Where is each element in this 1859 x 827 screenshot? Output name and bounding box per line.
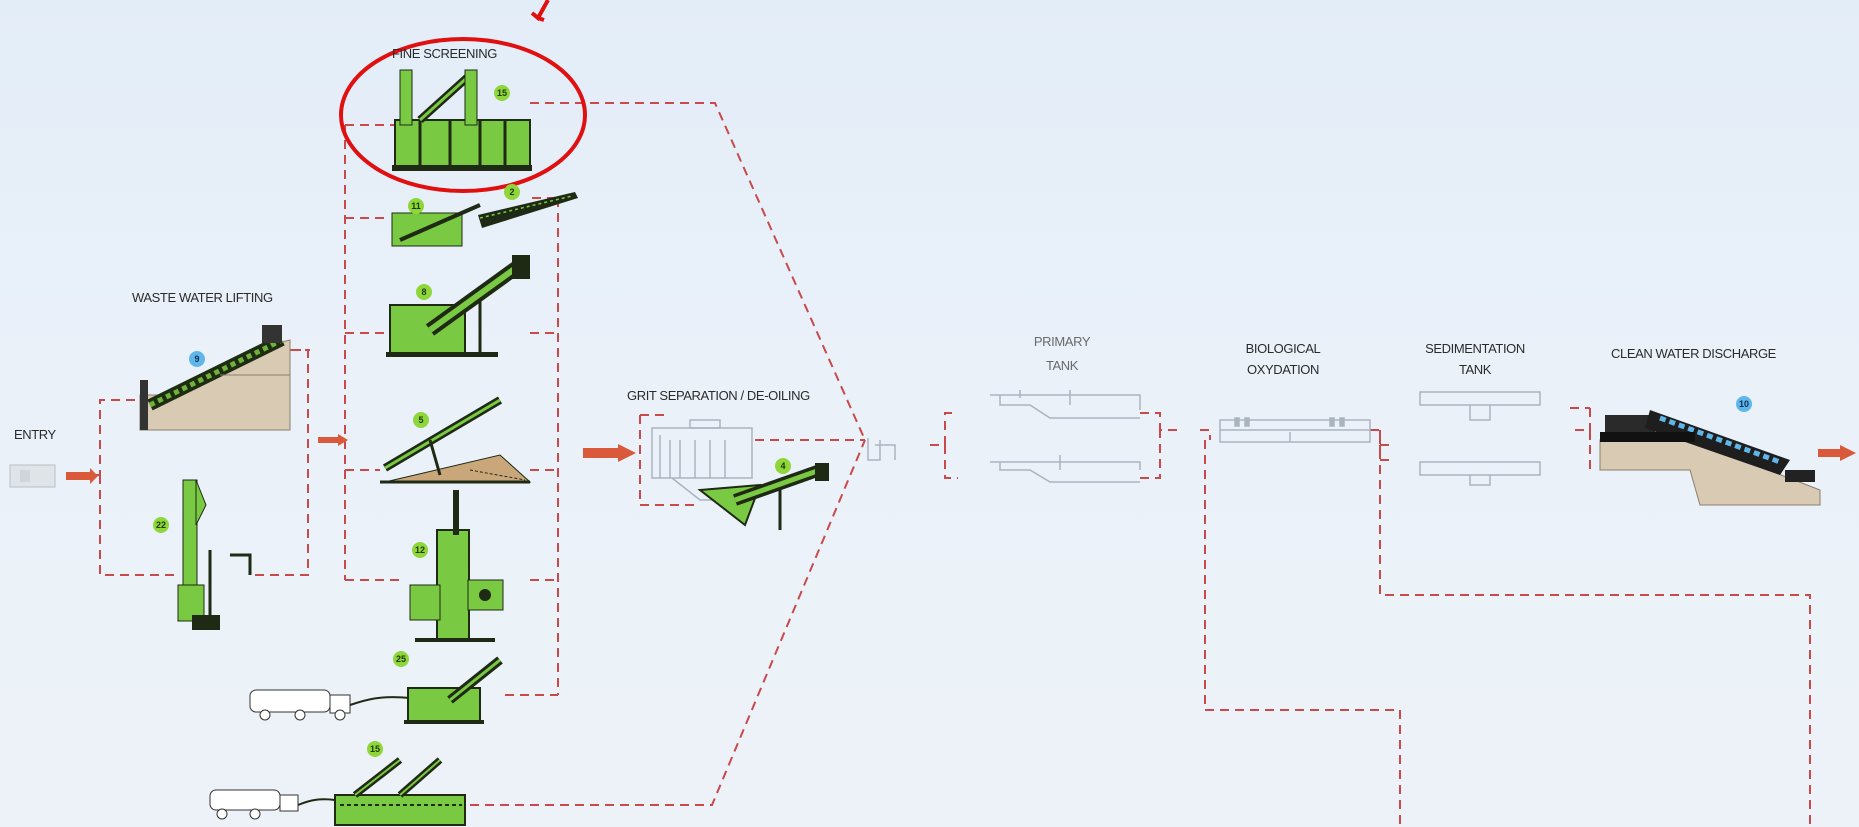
lifting-pump-unit [177, 434, 348, 630]
entry-label: ENTRY [14, 427, 56, 442]
badge-screw-compactor: 8 [416, 284, 432, 300]
inclined-screw-unit [380, 396, 532, 484]
biological-label-line1: BIOLOGICAL [1245, 341, 1321, 356]
flow-arrow-exit [1818, 445, 1856, 461]
badge-screw-inclined: 5 [413, 412, 429, 428]
sedimentation-label-line2: TANK [1458, 362, 1492, 377]
tanker-truck-icon [249, 689, 351, 721]
primary-tank-label-line2: TANK [1045, 358, 1079, 373]
belt-conveyors [391, 192, 578, 247]
flow-arrow-grit [583, 444, 636, 462]
screw-compactor-unit [386, 255, 530, 357]
tanker-truck-icon [209, 789, 299, 820]
fine-screening-label: FINE SCREENING [392, 46, 497, 61]
discharge-screw-unit [1599, 410, 1821, 506]
clean-water-discharge-label: CLEAN WATER DISCHARGE [1611, 346, 1776, 361]
badge-septage-station: 15 [367, 741, 383, 757]
highlight-ring [339, 37, 587, 193]
badge-septage-receiver: 25 [393, 651, 409, 667]
entry-inlet [9, 464, 98, 488]
biological-basin-outline [1219, 417, 1371, 443]
badge-fine-screen: 15 [494, 85, 510, 101]
fine-screening-unit [392, 69, 532, 171]
badge-lift-pump: 22 [153, 517, 169, 533]
vertical-screening-unit [409, 490, 504, 642]
flow-lines [96, 102, 1811, 827]
waste-water-lifting-label: WASTE WATER LIFTING [132, 290, 273, 305]
lifting-screw-unit [139, 325, 291, 431]
grit-separation-label: GRIT SEPARATION / DE-OILING [627, 388, 810, 403]
badge-belt-b: 2 [504, 184, 520, 200]
primary-tank-outline [867, 390, 1141, 483]
badge-lift-screw: 9 [189, 351, 205, 367]
badge-vertical-unit: 12 [412, 542, 428, 558]
sedimentation-tank-outline [1419, 391, 1541, 486]
septage-station-unit [209, 757, 466, 826]
badge-belt-a: 11 [408, 198, 424, 214]
biological-label-line2: OXYDATION [1246, 362, 1320, 377]
highlight-arrow-icon [530, 0, 550, 22]
sedimentation-label-line1: SEDIMENTATION [1425, 341, 1525, 356]
badge-discharge-screw: 10 [1736, 396, 1752, 412]
primary-tank-label-line1: PRIMARY [1033, 334, 1091, 349]
septage-receiver-unit [249, 656, 503, 724]
badge-grit-classifier: 4 [775, 458, 791, 474]
grit-classifier-unit [697, 463, 829, 530]
